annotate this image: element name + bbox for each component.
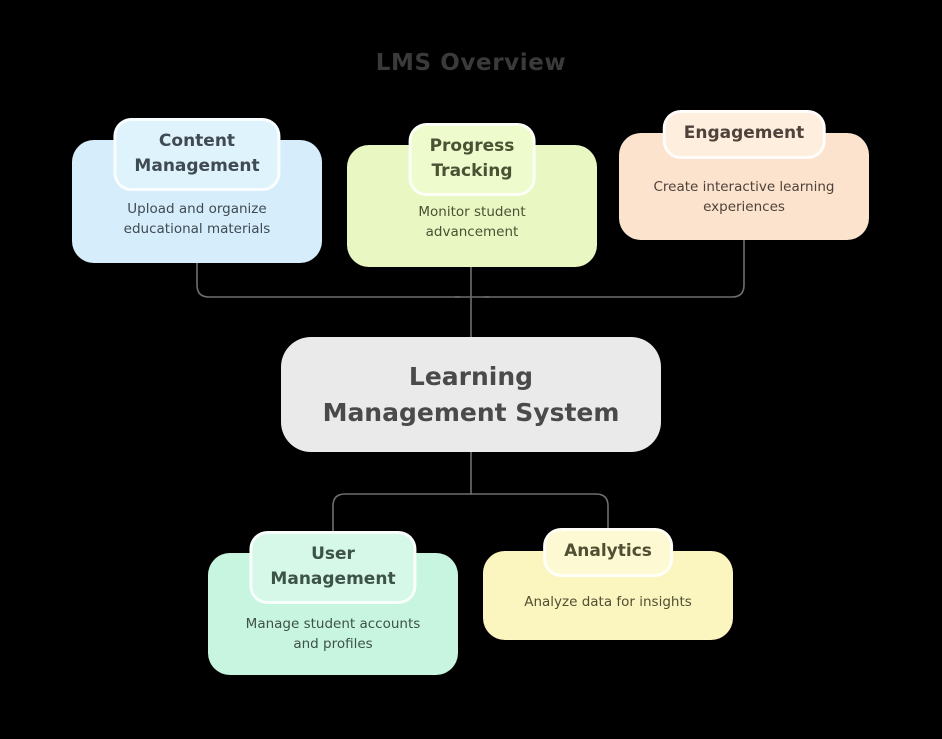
node-description-user-management: Manage student accounts and profiles: [245, 616, 421, 652]
central-node-label: Learning Management System: [322, 362, 620, 427]
node-title-user-management: User Management: [249, 531, 417, 605]
node-content-management[interactable]: Content Management Upload and organize e…: [72, 118, 322, 263]
node-description-content-management: Upload and organize educational material…: [123, 201, 271, 237]
node-learning-management-system[interactable]: Learning Management System: [281, 337, 661, 452]
node-progress-tracking[interactable]: Progress Tracking Monitor student advanc…: [347, 123, 597, 267]
connector-content-management-to-bus: [196, 262, 461, 298]
node-description-analytics: Analyze data for insights: [524, 594, 692, 610]
node-description-engagement: Create interactive learning experiences: [653, 179, 835, 215]
node-engagement[interactable]: Engagement Create interactive learning e…: [619, 110, 869, 240]
node-description-progress-tracking: Monitor student advancement: [418, 204, 526, 240]
node-title-content-management: Content Management: [113, 118, 281, 192]
node-user-management[interactable]: User Management Manage student accounts …: [208, 531, 458, 675]
node-analytics[interactable]: Analytics Analyze data for insights: [483, 528, 733, 640]
node-title-analytics: Analytics: [543, 528, 673, 577]
page-title: LMS Overview: [375, 50, 567, 76]
node-title-engagement: Engagement: [662, 110, 826, 159]
node-title-progress-tracking: Progress Tracking: [408, 123, 536, 197]
